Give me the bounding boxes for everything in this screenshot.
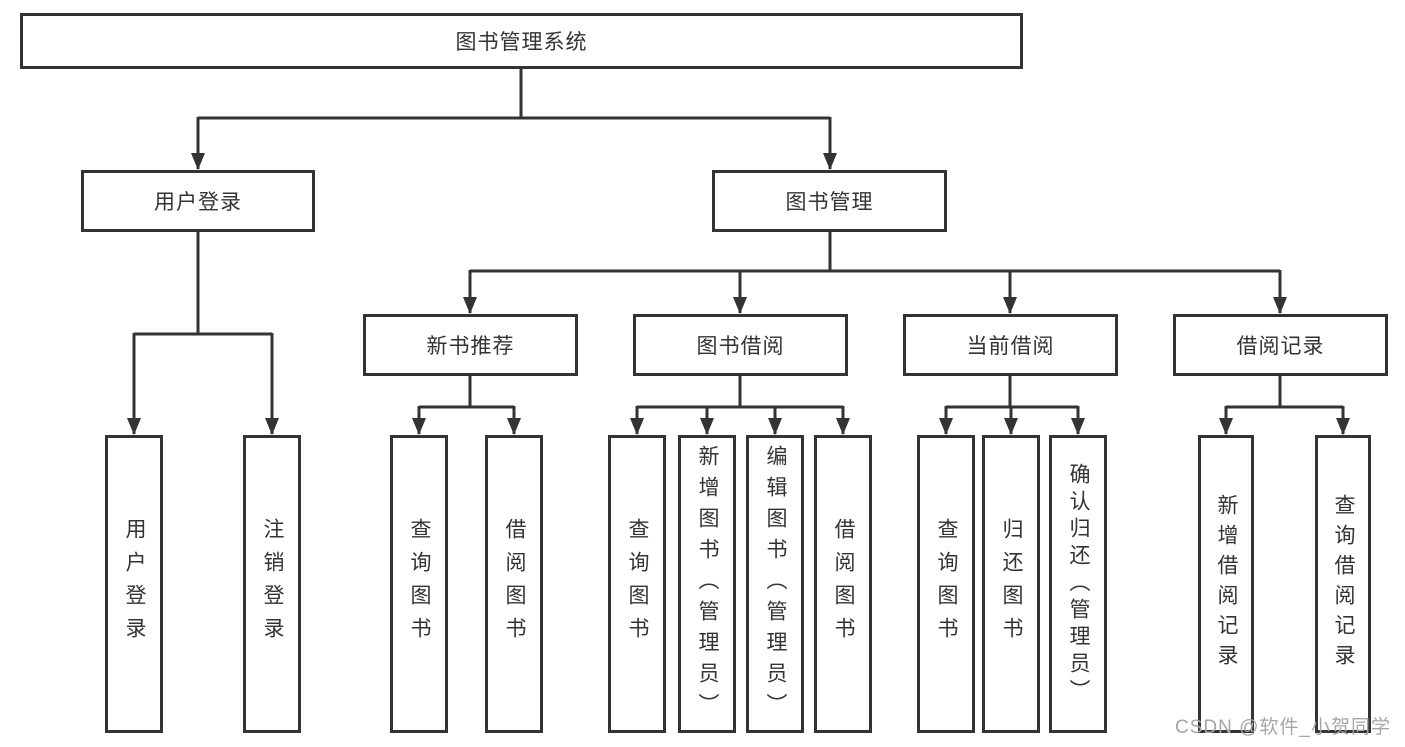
- leaf-recommend-borrow-books: 借阅图书: [485, 435, 543, 733]
- leaf-confirm-return-admin: 确认归还（管理员）: [1049, 435, 1107, 733]
- leaf-borrow-books-label: 借阅图书: [832, 518, 855, 650]
- connector-borrow-to-leaves: [630, 376, 850, 435]
- leaf-recommend-query-books: 查询图书: [390, 435, 448, 733]
- node-root-label: 图书管理系统: [455, 31, 588, 54]
- node-user-login: 用户登录: [81, 170, 315, 232]
- node-current-borrow-label: 当前借阅: [966, 335, 1055, 358]
- leaf-edit-books-admin: 编辑图书（管理员）: [746, 435, 804, 733]
- leaf-current-query-books-label: 查询图书: [935, 518, 958, 650]
- leaf-recommend-query-books-label: 查询图书: [408, 518, 431, 650]
- leaf-borrow-query-books: 查询图书: [608, 435, 666, 733]
- connector-login-to-leaves: [127, 232, 279, 435]
- leaf-confirm-return-admin-label: 确认归还（管理员）: [1067, 462, 1090, 706]
- connector-root-to-level2: [191, 69, 837, 170]
- node-book-borrow: 图书借阅: [633, 314, 848, 376]
- leaf-query-borrow-record-label: 查询借阅记录: [1332, 494, 1355, 674]
- connector-records-to-leaves: [1219, 376, 1350, 435]
- leaf-logout: 注销登录: [243, 435, 301, 733]
- leaf-current-query-books: 查询图书: [917, 435, 975, 733]
- leaf-add-borrow-record: 新增借阅记录: [1198, 435, 1254, 733]
- leaf-logout-label: 注销登录: [261, 518, 284, 650]
- leaf-return-books: 归还图书: [982, 435, 1040, 733]
- node-book-management-label: 图书管理: [785, 191, 874, 214]
- connector-current-to-leaves: [939, 376, 1085, 435]
- node-new-book-recommend-label: 新书推荐: [426, 335, 515, 358]
- node-current-borrow: 当前借阅: [903, 314, 1118, 376]
- connector-recommend-to-leaves: [412, 376, 521, 435]
- node-book-borrow-label: 图书借阅: [696, 335, 785, 358]
- node-book-management: 图书管理: [712, 170, 947, 232]
- node-borrow-records-label: 借阅记录: [1236, 335, 1325, 358]
- connector-mgmt-to-level3: [463, 232, 1287, 314]
- leaf-return-books-label: 归还图书: [1000, 518, 1023, 650]
- node-new-book-recommend: 新书推荐: [363, 314, 578, 376]
- leaf-add-books-admin-label: 新增图书（管理员）: [696, 444, 719, 724]
- leaf-query-borrow-record: 查询借阅记录: [1315, 435, 1371, 733]
- leaf-borrow-books: 借阅图书: [814, 435, 872, 733]
- leaf-edit-books-admin-label: 编辑图书（管理员）: [764, 444, 787, 724]
- leaf-user-login: 用户登录: [105, 435, 163, 733]
- csdn-watermark: CSDN @软件_小贺同学: [1175, 717, 1391, 738]
- leaf-add-borrow-record-label: 新增借阅记录: [1215, 494, 1238, 674]
- leaf-recommend-borrow-books-label: 借阅图书: [503, 518, 526, 650]
- node-root: 图书管理系统: [20, 13, 1023, 69]
- leaf-add-books-admin: 新增图书（管理员）: [678, 435, 736, 733]
- node-borrow-records: 借阅记录: [1173, 314, 1388, 376]
- leaf-borrow-query-books-label: 查询图书: [626, 518, 649, 650]
- node-user-login-label: 用户登录: [154, 191, 242, 214]
- leaf-user-login-label: 用户登录: [123, 518, 146, 650]
